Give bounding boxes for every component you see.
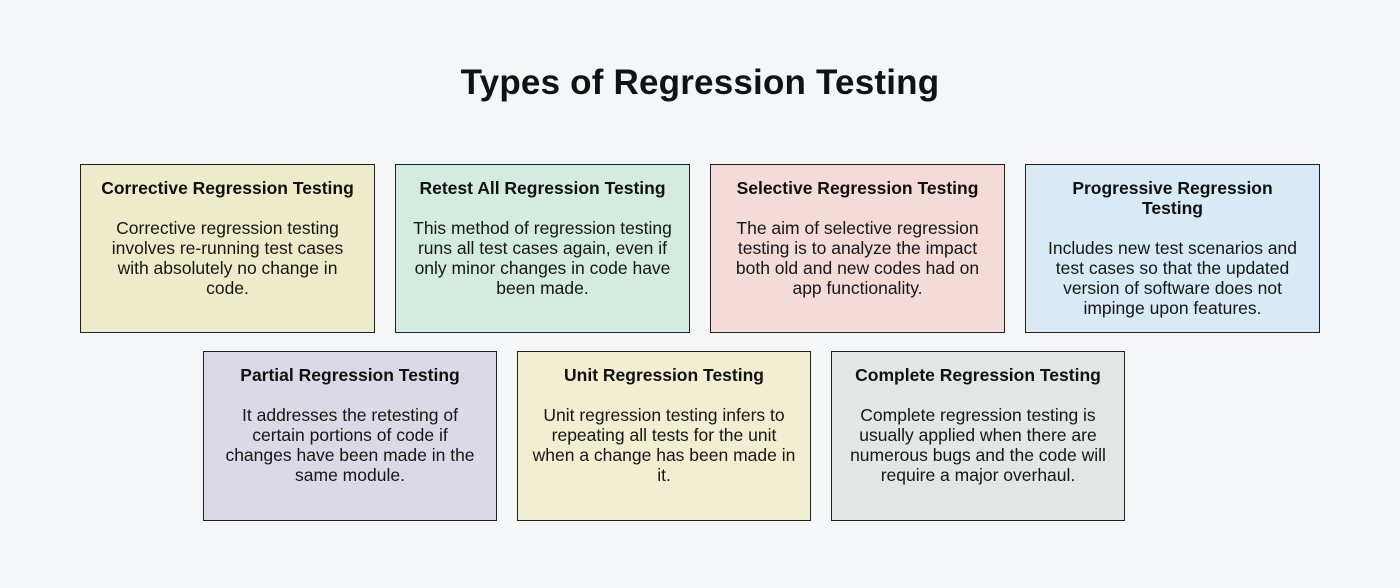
- page-title: Types of Regression Testing: [460, 63, 940, 102]
- card-title: Partial Regression Testing: [240, 365, 460, 385]
- card-title: Unit Regression Testing: [564, 365, 764, 385]
- card-body: Corrective regression testing involves r…: [111, 218, 344, 298]
- card-corrective-regression-testing: Corrective Regression Testing Corrective…: [80, 164, 375, 333]
- card-body: This method of regression testing runs a…: [413, 218, 672, 298]
- card-body: The aim of selective regression testing …: [735, 218, 980, 298]
- card-selective-regression-testing: Selective Regression Testing The aim of …: [710, 164, 1005, 333]
- card-title: Corrective Regression Testing: [101, 178, 354, 198]
- card-title: Selective Regression Testing: [736, 178, 979, 198]
- card-title: Retest All Regression Testing: [419, 178, 666, 198]
- card-title: Complete Regression Testing: [855, 365, 1101, 385]
- card-unit-regression-testing: Unit Regression Testing Unit regression …: [517, 351, 811, 521]
- card-title: Progressive Regression Testing: [1072, 178, 1273, 218]
- card-body: Includes new test scenarios and test cas…: [1047, 238, 1298, 318]
- card-body: Unit regression testing infers to repeat…: [532, 405, 796, 485]
- card-body: It addresses the retesting of certain po…: [225, 405, 475, 485]
- card-partial-regression-testing: Partial Regression Testing It addresses …: [203, 351, 497, 521]
- card-body: Complete regression testing is usually a…: [850, 405, 1106, 485]
- card-complete-regression-testing: Complete Regression Testing Complete reg…: [831, 351, 1125, 521]
- card-progressive-regression-testing: Progressive Regression Testing Includes …: [1025, 164, 1320, 333]
- card-row-top: Corrective Regression Testing Corrective…: [80, 164, 1320, 333]
- card-retest-all-regression-testing: Retest All Regression Testing This metho…: [395, 164, 690, 333]
- card-row-bottom: Partial Regression Testing It addresses …: [203, 351, 1125, 521]
